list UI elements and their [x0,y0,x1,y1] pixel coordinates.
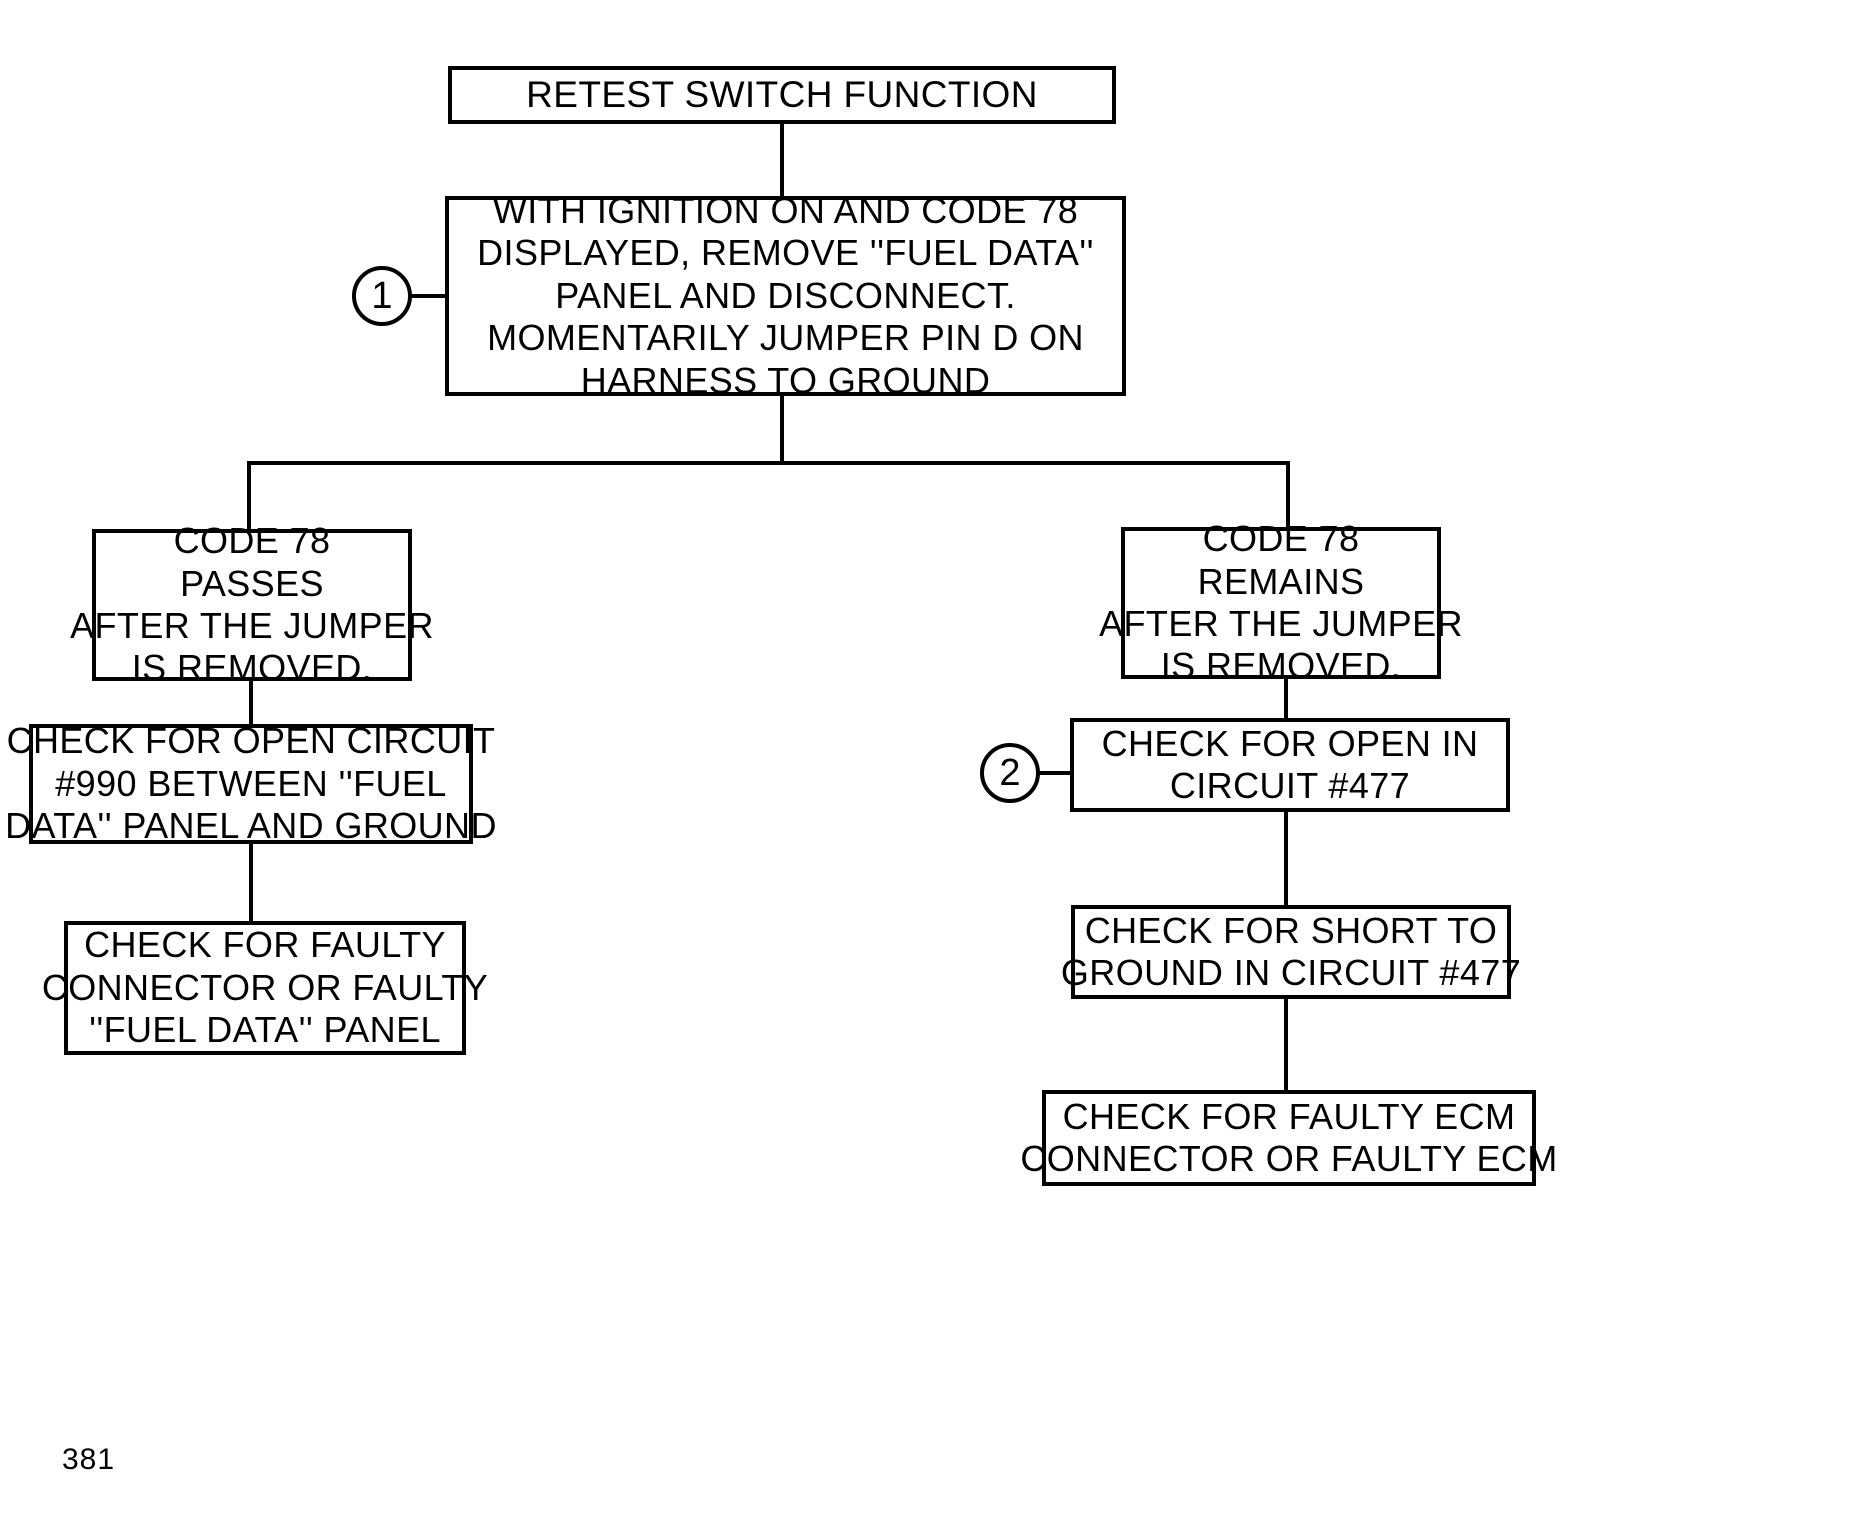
faulty-ecm-line-2: CONNECTOR OR FAULTY ECM [1020,1138,1558,1179]
code78-passes-line-2: PASSES [180,562,324,604]
connector-step1-to-instruction [410,294,448,298]
step-marker-1: 1 [352,266,412,326]
page-number: 381 [62,1443,116,1476]
short-to-ground-477-line-1: CHECK FOR SHORT TO [1084,909,1498,951]
title-box: RETEST SWITCH FUNCTION [448,66,1116,124]
short-to-ground-477-line-2: GROUND IN CIRCUIT #477 [1060,952,1522,993]
step-marker-1-label: 1 [371,275,393,317]
step-marker-2: 2 [980,743,1040,803]
connector-open990-to-faulty-panel [249,841,253,923]
code78-remains-line-2: REMAINS [1197,560,1365,602]
code78-remains-line-1: CODE 78 [1202,518,1360,560]
check-open-477-line-1: CHECK FOR OPEN IN [1101,722,1479,764]
title-box-line-1: RETEST SWITCH FUNCTION [526,74,1038,116]
code78-remains-box: CODE 78 REMAINS AFTER THE JUMPER IS REMO… [1099,518,1462,686]
branch-right-drop [1286,461,1290,529]
code78-passes-box: CODE 78 PASSES AFTER THE JUMPER IS REMOV… [70,520,433,688]
faulty-ecm-box: CHECK FOR FAULTY ECM CONNECTOR OR FAULTY… [1020,1090,1557,1186]
branch-bus-horizontal [247,461,1290,465]
instruction-box-line-5: HARNESS TO GROUND [580,359,991,401]
branch-left-drop [247,461,251,531]
code78-passes-line-1: CODE 78 [173,520,331,562]
open-circuit-990-line-2: #990 BETWEEN ''FUEL [55,762,447,804]
code78-remains-line-4: IS REMOVED. [1160,645,1402,687]
instruction-box-line-2: DISPLAYED, REMOVE ''FUEL DATA'' [477,232,1094,274]
open-circuit-990-box: CHECK FOR OPEN CIRCUIT #990 BETWEEN ''FU… [5,720,496,846]
connector-instruction-drop [780,393,784,465]
code78-passes-line-3: AFTER THE JUMPER [70,605,434,646]
check-open-477-line-2: CIRCUIT #477 [1169,765,1411,806]
faulty-connector-panel-line-2: CONNECTOR OR FAULTY [41,966,489,1008]
connector-remains-to-open477 [1284,676,1288,720]
check-open-477-box: CHECK FOR OPEN IN CIRCUIT #477 [1070,718,1510,812]
faulty-connector-panel-box: CHECK FOR FAULTY CONNECTOR OR FAULTY ''F… [42,921,488,1055]
connector-title-to-instruction [780,122,784,198]
step-marker-2-label: 2 [999,752,1021,794]
connector-step2-to-open477 [1038,771,1072,775]
faulty-connector-panel-line-1: CHECK FOR FAULTY [84,924,446,966]
instruction-box: WITH IGNITION ON AND CODE 78 DISPLAYED, … [445,190,1126,401]
connector-short477-to-ecm [1284,996,1288,1092]
faulty-connector-panel-line-3: ''FUEL DATA'' PANEL [89,1009,441,1051]
open-circuit-990-line-3: DATA'' PANEL AND GROUND [5,805,497,847]
instruction-box-line-4: MOMENTARILY JUMPER PIN D ON [487,317,1084,359]
instruction-box-line-3: PANEL AND DISCONNECT. [555,274,1016,316]
code78-remains-line-3: AFTER THE JUMPER [1099,603,1463,644]
instruction-box-line-1: WITH IGNITION ON AND CODE 78 [492,189,1079,231]
connector-open477-to-short477 [1284,809,1288,907]
open-circuit-990-line-1: CHECK FOR OPEN CIRCUIT [6,720,496,762]
short-to-ground-477-box: CHECK FOR SHORT TO GROUND IN CIRCUIT #47… [1061,905,1521,999]
faulty-ecm-line-1: CHECK FOR FAULTY ECM [1062,1095,1516,1137]
connector-passes-to-open990 [249,678,253,726]
